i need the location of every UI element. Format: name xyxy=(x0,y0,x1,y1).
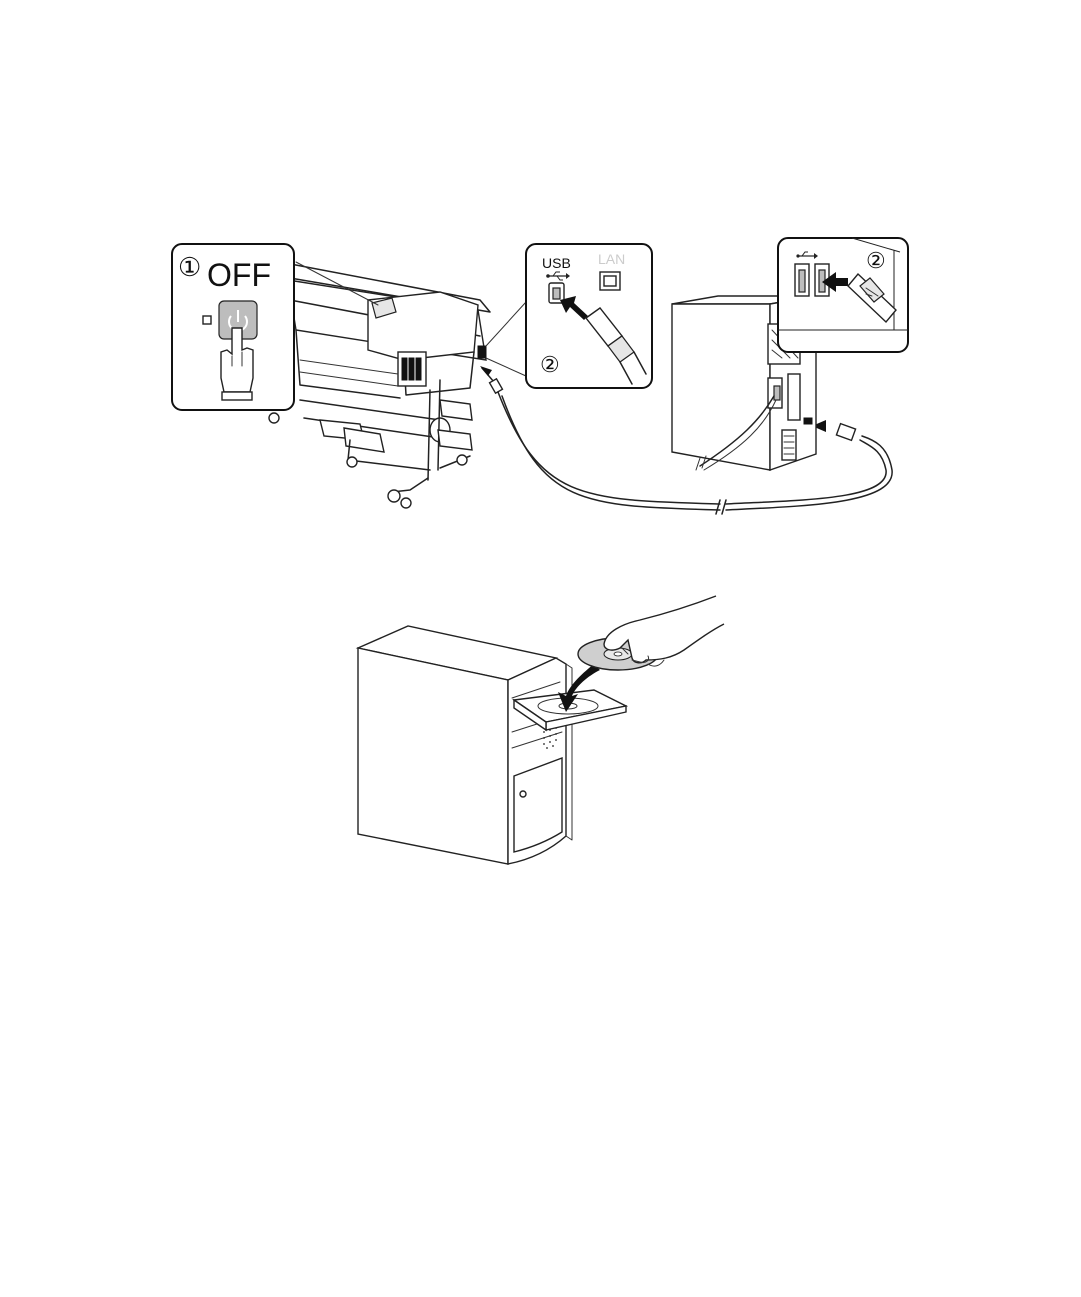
lan-port-label: LAN xyxy=(598,251,625,267)
printer-usb-port-panel: USB LAN ② xyxy=(486,244,652,388)
power-led-indicator xyxy=(203,316,211,324)
disc-insertion-illustration xyxy=(358,596,724,864)
step-one-marker: ① xyxy=(178,252,201,282)
step-two-marker: ② xyxy=(866,248,886,273)
computer-usb-port-panel: ② xyxy=(778,238,908,352)
large-format-printer xyxy=(269,262,490,508)
lan-socket-icon xyxy=(600,272,620,290)
printer-pc-usb-illustration: ① OFF USB LAN xyxy=(172,238,908,514)
usb-port-label: USB xyxy=(542,255,571,271)
step-two-marker: ② xyxy=(540,352,560,377)
off-label: OFF xyxy=(207,257,271,293)
